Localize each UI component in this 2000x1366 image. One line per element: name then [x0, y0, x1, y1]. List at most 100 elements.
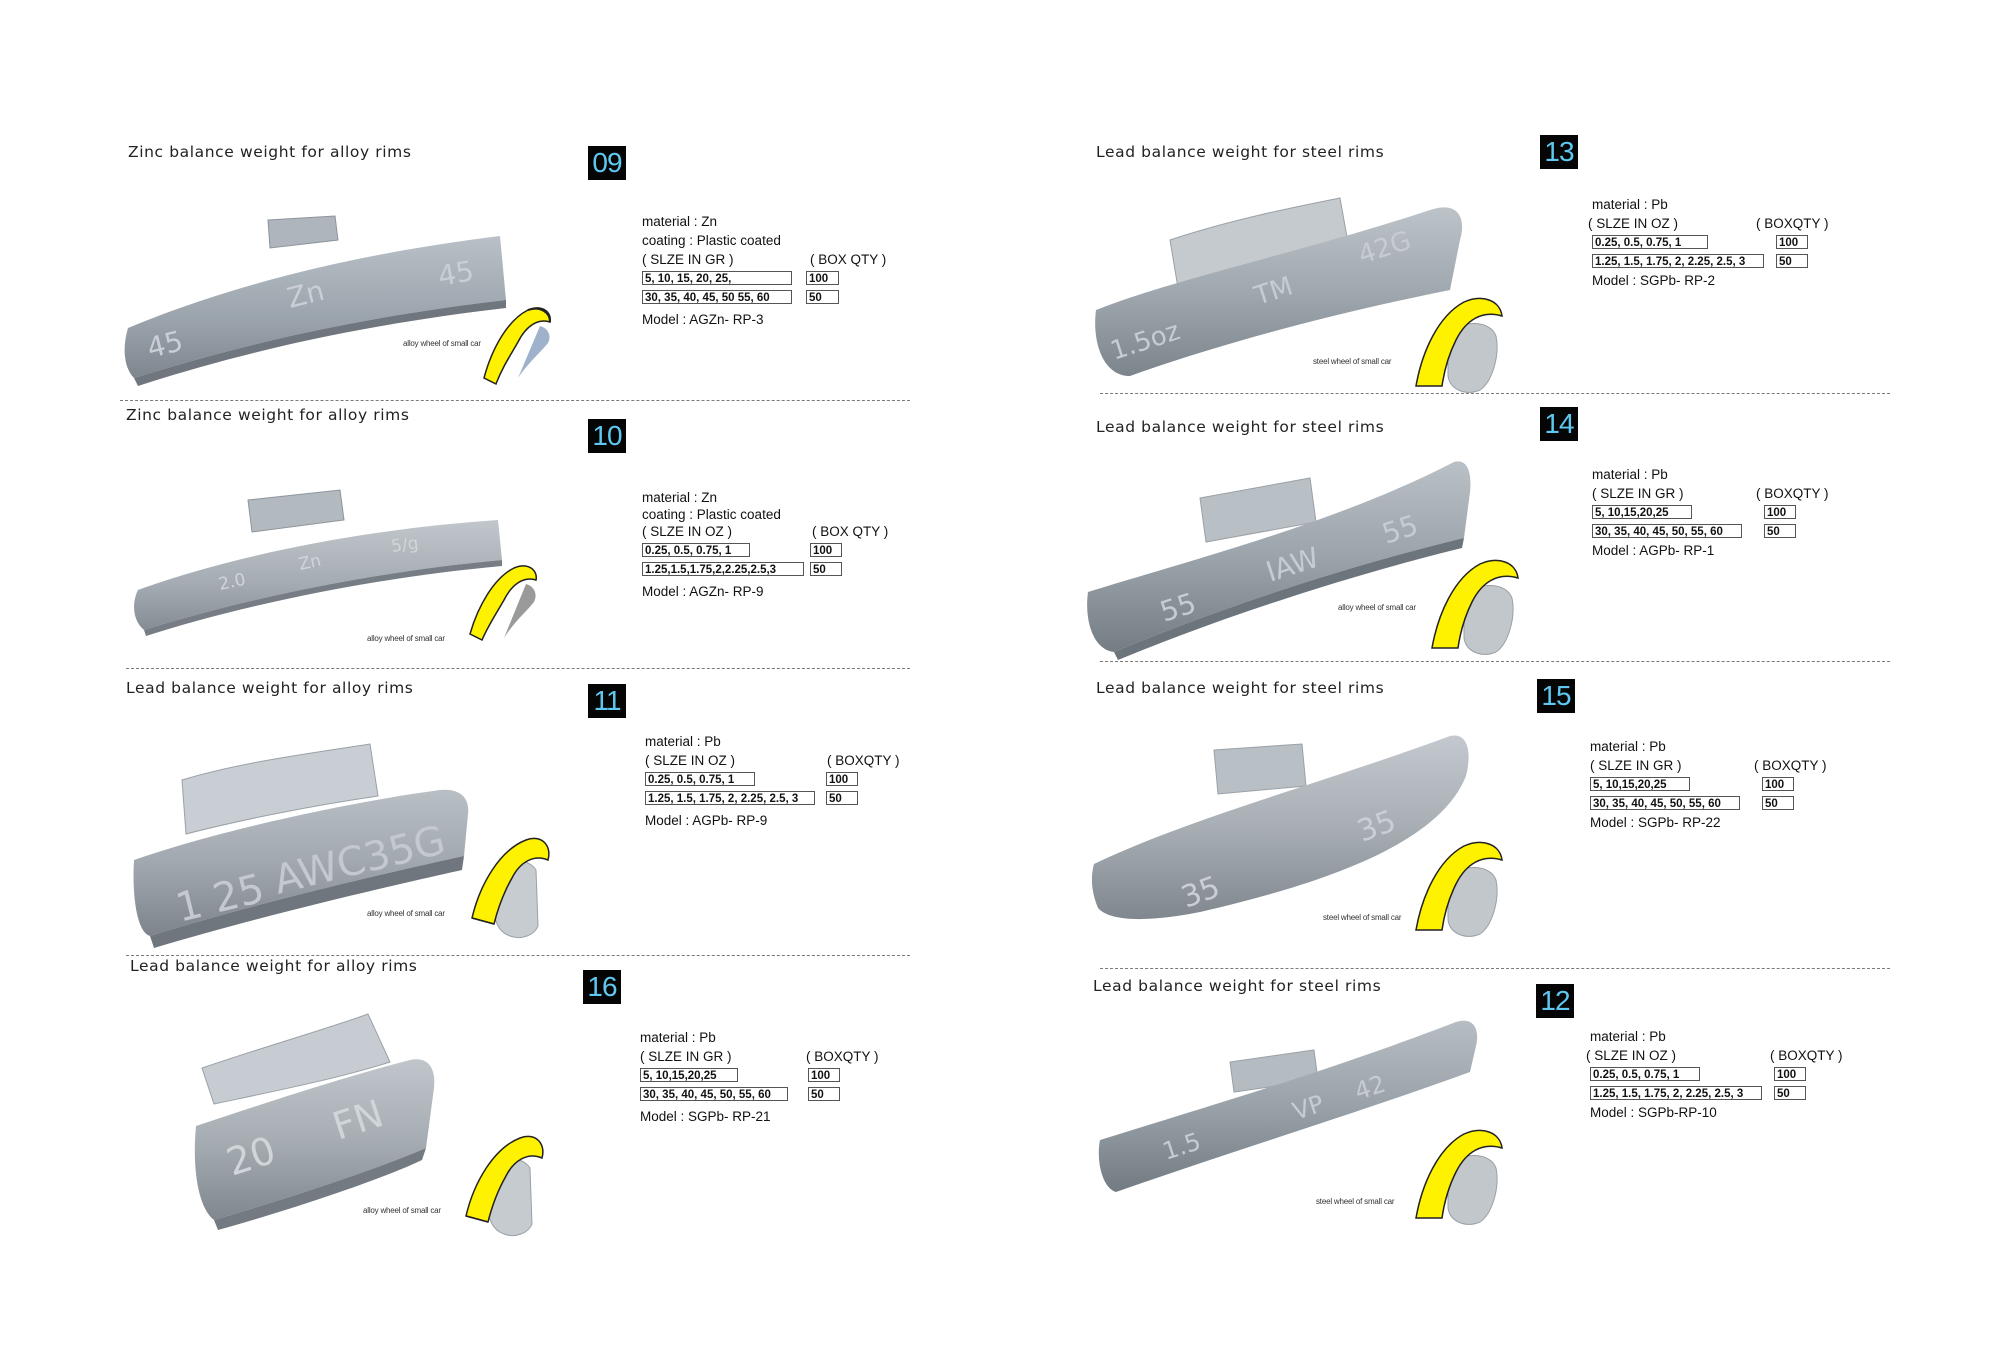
size-row: 5, 10, 15, 20, 25, 100 [642, 269, 902, 288]
rim-profile-diagram [1415, 297, 1503, 393]
qty-cell: 50 [826, 791, 858, 805]
rim-profile-diagram [1415, 841, 1503, 937]
section-title: Lead balance weight for alloy rims [130, 957, 418, 975]
section-number-badge: 10 [588, 419, 626, 453]
model-line: Model : AGPb- RP-1 [1592, 543, 1715, 558]
weight-image-lead-steel-oz: 1.5oz TM 42G [1095, 197, 1463, 376]
rim-label: alloy wheel of small car [367, 909, 445, 918]
size-cell: 5, 10, 15, 20, 25, [642, 271, 792, 285]
qty-cell: 100 [1764, 505, 1796, 519]
section-divider [126, 955, 910, 956]
section-divider [120, 400, 910, 401]
size-cell: 30, 35, 40, 45, 50, 55, 60 [1590, 796, 1740, 810]
qty-cell: 50 [1774, 1086, 1806, 1100]
qty-cell: 100 [1776, 235, 1808, 249]
qty-cell: 100 [826, 772, 858, 786]
model-line: Model : AGZn- RP-9 [642, 584, 764, 599]
qty-cell: 100 [1774, 1067, 1806, 1081]
size-cell: 30, 35, 40, 45, 50 55, 60 [642, 290, 792, 304]
spec-block: material : Pb ( SLZE IN OZ ) ( BOXQTY ) … [1586, 1027, 1870, 1122]
rim-profile-diagram [483, 307, 551, 386]
embossed-text: Zn [297, 551, 323, 575]
section-title: Lead balance weight for alloy rims [126, 679, 414, 697]
coating-line: coating : Plastic coated [642, 233, 781, 248]
rim-label: alloy wheel of small car [1338, 603, 1416, 612]
qty-cell: 50 [810, 562, 842, 576]
section-title: Lead balance weight for steel rims [1093, 977, 1382, 995]
section-title: Lead balance weight for steel rims [1096, 143, 1385, 161]
size-row: 1.25, 1.5, 1.75, 2, 2.25, 2.5, 3 50 [1592, 252, 1862, 271]
size-row: 1.25, 1.5, 1.75, 2, 2.25, 2.5, 3 50 [645, 789, 915, 808]
model-line: Model : SGPb- RP-22 [1590, 815, 1721, 830]
qty-cell: 100 [810, 543, 842, 557]
embossed-text: 5/g [390, 533, 420, 557]
section-number-badge: 09 [588, 146, 626, 180]
coating-line: coating : Plastic coated [642, 507, 781, 522]
qty-header: ( BOX QTY ) [812, 524, 889, 539]
size-qty-header: ( SLZE IN GR ) ( BOXQTY ) [640, 1047, 900, 1066]
qty-header: ( BOXQTY ) [806, 1049, 879, 1064]
qty-cell: 50 [1764, 524, 1796, 538]
qty-header: ( BOXQTY ) [1756, 216, 1829, 231]
section-number-badge: 15 [1537, 679, 1575, 713]
qty-cell: 50 [1776, 254, 1808, 268]
qty-cell: 100 [808, 1068, 840, 1082]
rim-profile-diagram [469, 565, 537, 642]
section-number-badge: 11 [588, 684, 626, 718]
spec-block: material : Pb ( SLZE IN GR ) ( BOXQTY ) … [1590, 737, 1860, 832]
model-line: Model : SGPb-RP-10 [1590, 1105, 1717, 1120]
model-line: Model : AGZn- RP-3 [642, 312, 764, 327]
size-cell: 30, 35, 40, 45, 50, 55, 60 [640, 1087, 788, 1101]
material-line: material : Pb [640, 1030, 716, 1045]
qty-cell: 50 [806, 290, 839, 304]
size-header: ( SLZE IN GR ) [642, 252, 734, 267]
section-divider [1100, 661, 1890, 662]
section-divider [1100, 393, 1890, 394]
size-cell: 5, 10,15,20,25 [1590, 777, 1690, 791]
rim-profile-diagram [471, 837, 550, 939]
size-row: 5, 10,15,20,25 100 [1590, 775, 1860, 794]
size-header: ( SLZE IN OZ ) [1588, 216, 1679, 231]
material-line: material : Pb [1592, 197, 1668, 212]
size-header: ( SLZE IN GR ) [1590, 758, 1682, 773]
material-line: material : Pb [1590, 1029, 1666, 1044]
material-line: material : Pb [1592, 467, 1668, 482]
size-header: ( SLZE IN OZ ) [645, 753, 736, 768]
size-row: 0.25, 0.5, 0.75, 1 100 [1590, 1065, 1870, 1084]
qty-header: ( BOXQTY ) [1756, 486, 1829, 501]
size-qty-header: ( SLZE IN OZ ) ( BOXQTY ) [1588, 214, 1862, 233]
qty-header: ( BOX QTY ) [810, 252, 887, 267]
size-row: 30, 35, 40, 45, 50 55, 60 50 [642, 288, 902, 307]
size-cell: 0.25, 0.5, 0.75, 1 [1592, 235, 1708, 249]
spec-block: material : Pb ( SLZE IN GR ) ( BOXQTY ) … [1592, 465, 1862, 560]
size-qty-header: ( SLZE IN OZ ) ( BOXQTY ) [645, 751, 915, 770]
spec-block: material : Pb ( SLZE IN GR ) ( BOXQTY ) … [640, 1028, 900, 1126]
size-qty-header: ( SLZE IN GR ) ( BOXQTY ) [1590, 756, 1860, 775]
size-header: ( SLZE IN GR ) [640, 1049, 732, 1064]
size-header: ( SLZE IN OZ ) [642, 524, 733, 539]
qty-cell: 50 [808, 1087, 840, 1101]
size-row: 30, 35, 40, 45, 50, 55, 60 50 [1590, 794, 1860, 813]
weight-image-zinc-alloy-oz: 2.0 Zn 5/g [134, 489, 502, 636]
size-cell: 1.25, 1.5, 1.75, 2, 2.25, 2.5, 3 [645, 791, 815, 805]
rim-profile-diagram [465, 1135, 544, 1237]
size-header: ( SLZE IN GR ) [1592, 486, 1684, 501]
size-cell: 1.25,1.5,1.75,2,2.25,2.5,3 [642, 562, 804, 576]
size-qty-header: ( SLZE IN GR ) ( BOXQTY ) [1592, 484, 1862, 503]
section-title: Lead balance weight for steel rims [1096, 418, 1385, 436]
rim-label: steel wheel of small car [1313, 357, 1392, 366]
section-number-badge: 16 [583, 970, 621, 1004]
size-qty-header: ( SLZE IN GR ) ( BOX QTY ) [642, 250, 902, 269]
size-row: 30, 35, 40, 45, 50, 55, 60 50 [1592, 522, 1862, 541]
rim-label: alloy wheel of small car [363, 1206, 441, 1215]
size-cell: 1.25, 1.5, 1.75, 2, 2.25, 2.5, 3 [1590, 1086, 1762, 1100]
size-row: 1.25, 1.5, 1.75, 2, 2.25, 2.5, 3 50 [1590, 1084, 1870, 1103]
size-cell: 5, 10,15,20,25 [1592, 505, 1692, 519]
weight-image-lead-steel-gr-22: 35 35 [1091, 735, 1469, 920]
model-line: Model : AGPb- RP-9 [645, 813, 768, 828]
section-divider [1100, 968, 1890, 969]
size-qty-header: ( SLZE IN OZ ) ( BOX QTY ) [642, 522, 902, 541]
size-row: 0.25, 0.5, 0.75, 1 100 [1592, 233, 1862, 252]
model-line: Model : SGPb- RP-2 [1592, 273, 1716, 288]
weight-image-lead-alloy-gr: 20 FN [194, 1013, 435, 1230]
